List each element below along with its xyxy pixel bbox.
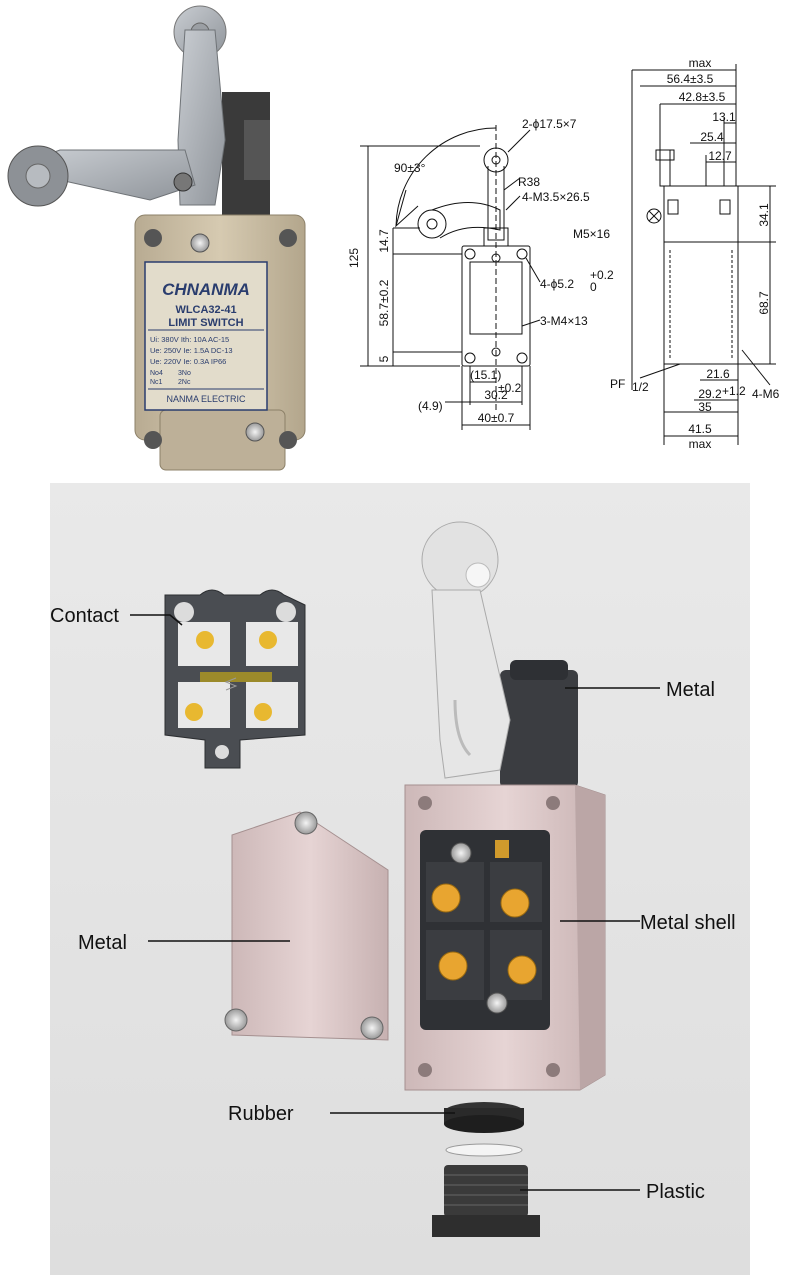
dim-35: 35 [698,400,712,414]
rubber-ring [444,1102,524,1157]
side-body-outline [663,241,739,365]
dim-4-9: (4.9) [418,399,443,413]
dim-42-8: 42.8±3.5 [679,90,726,104]
label-metal-cover: Metal [78,932,127,954]
callout-lines [130,614,660,1191]
dim-m5: M5×16 [573,227,610,241]
terminal-screw-icon [431,883,461,913]
label-rubber: Rubber [228,1103,294,1125]
dim-radius: R38 [518,175,540,189]
dim-56-4: 56.4±3.5 [667,72,714,86]
contact-block [164,589,306,769]
label-contact: Contact [50,605,119,627]
housing-screw-icon [190,233,210,253]
front-side-roller [417,209,447,239]
arm-screw-icon [173,172,193,192]
spec-line: Ui: 380V Ith: 10A AC-15 [150,335,229,344]
dim-mount-hole-tol-bottom: 0 [590,280,597,294]
dim-width: 40±0.7 [478,411,515,425]
dim-5: 5 [377,355,391,362]
dim-tol-0-2: ±0.2 [498,381,522,395]
switch-type: LIMIT SWITCH [168,317,243,329]
dim-pf-fraction: 1/2 [632,380,649,394]
label-plastic: Plastic [646,1181,705,1203]
contact-label: No4 [150,370,163,377]
plastic-gland [432,1165,540,1237]
front-dimension-text: 2-ϕ17.5×7 90±3° R38 4-M3.5×26.5 125 14.7… [347,117,614,425]
dim-max-bottom: max [689,437,712,451]
dim-thread: 3-M4×13 [540,314,588,328]
dim-mount-hole-tol-top: +0.2 [590,268,614,282]
dim-14-7: 14.7 [377,229,391,253]
side-dimension-drawing [631,64,776,445]
dim-angle: 90±3° [394,161,426,175]
dim-max-top: max [689,56,712,70]
brand-name: CHNANMA [162,280,250,299]
spec-line: Ue: 250V Ie: 1.5A DC-13 [150,346,233,355]
dim-12-7: 12.7 [708,149,732,163]
vertical-lever-arm [177,29,226,206]
metal-head [500,670,578,788]
label-metal-head: Metal [666,679,715,701]
dim-41-5: 41.5 [688,422,712,436]
dim-15-1: (15.1) [470,368,501,382]
dim-hole-spec: 2-ϕ17.5×7 [522,117,577,131]
contact-label: 3No [178,370,191,377]
dim-29-2: 29.2 [698,387,722,401]
manufacturer: NANMA ELECTRIC [166,394,246,404]
dim-68-7: 68.7 [757,291,771,315]
dim-mount-hole: 4-ϕ5.2 [540,277,574,291]
dim-m6: 4-M6 [752,387,780,401]
dim-height-total: 125 [347,248,361,268]
lever-actuator [421,521,578,788]
metal-cover [224,811,389,1041]
dim-21-6: 21.6 [706,367,730,381]
exploded-view-panel [50,483,750,1275]
spec-line: Ue: 220V Ie: 0.3A IP66 [150,357,226,366]
dim-30-2: 30.2 [484,388,508,402]
dim-58-7: 58.7±0.2 [377,279,391,326]
exploded-view: Contact Metal Metal Metal shell Rubber P… [50,521,736,1237]
contact-label: Nc1 [150,379,163,386]
front-dimension-drawing [360,125,541,430]
dim-13-1: 13.1 [712,110,736,124]
exploded-roller [421,521,499,599]
contact-label: 2Nc [178,379,191,386]
dim-pf: PF [610,377,625,391]
exploded-lever [431,589,511,779]
side-dimension-text: max 56.4±3.5 42.8±3.5 13.1 25.4 12.7 M5×… [573,56,780,451]
label-metal-shell: Metal shell [640,912,736,934]
dim-34-1: 34.1 [757,203,771,227]
dim-25-4: 25.4 [700,130,724,144]
nameplate [144,261,268,411]
dim-screw: 4-M3.5×26.5 [522,190,590,204]
product-photo: CHNANMA WLCA32-41 LIMIT SWITCH Ui: 380V … [7,5,306,471]
metal-shell [404,784,606,1091]
model-number: WLCA32-41 [175,304,236,316]
dim-tol-1-2: +1.2 [722,384,746,398]
